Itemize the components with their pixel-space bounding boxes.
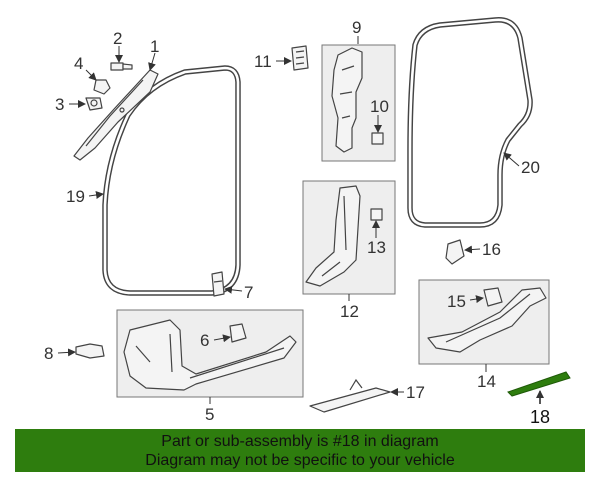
leader-7 xyxy=(224,285,243,294)
part-info-banner: Part or sub-assembly is #18 in diagram D… xyxy=(15,429,585,472)
callout-15: 15 xyxy=(447,292,466,311)
door-opening-seal-front[interactable] xyxy=(102,65,241,296)
clip-part-15[interactable] xyxy=(483,287,503,307)
leader-6 xyxy=(213,334,231,343)
callout-5: 5 xyxy=(205,405,214,424)
b-pillar-lower-trim[interactable] xyxy=(305,185,361,287)
callout-1: 1 xyxy=(150,37,159,56)
callout-19: 19 xyxy=(66,187,85,206)
bolt-part[interactable] xyxy=(110,62,133,71)
callout-20: 20 xyxy=(521,158,540,177)
callout-8: 8 xyxy=(44,344,53,363)
callout-13: 13 xyxy=(367,238,386,257)
clip-part-7[interactable] xyxy=(211,271,225,297)
leader-15 xyxy=(469,295,484,304)
clip-part-10[interactable] xyxy=(371,132,384,145)
a-pillar-trim[interactable] xyxy=(73,69,159,161)
callout-4: 4 xyxy=(74,54,83,73)
banner-line-2: Diagram may not be specific to your vehi… xyxy=(145,452,455,469)
callout-9: 9 xyxy=(352,18,361,37)
clip-part-4[interactable] xyxy=(93,79,111,95)
clip-part-6[interactable] xyxy=(229,323,247,343)
callout-3: 3 xyxy=(55,95,64,114)
clip-part-3[interactable] xyxy=(85,97,103,111)
callout-18: 18 xyxy=(530,407,550,427)
clip-part-8[interactable] xyxy=(75,343,105,359)
highlighted-part-18[interactable] xyxy=(507,371,571,397)
callout-16: 16 xyxy=(482,240,501,259)
rear-scuff-plate[interactable] xyxy=(427,287,547,353)
leader-8 xyxy=(57,348,76,357)
b-pillar-upper-trim[interactable] xyxy=(331,47,363,153)
callout-12: 12 xyxy=(340,302,359,321)
callout-6: 6 xyxy=(200,331,209,350)
clip-part-16[interactable] xyxy=(445,239,465,265)
clip-part-13[interactable] xyxy=(370,208,383,221)
callout-10: 10 xyxy=(370,97,389,116)
callout-2: 2 xyxy=(113,29,122,48)
leader-20 xyxy=(503,152,520,167)
callout-14: 14 xyxy=(477,372,496,391)
front-scuff-plate[interactable] xyxy=(123,319,297,391)
callout-17: 17 xyxy=(406,383,425,402)
leader-4 xyxy=(85,69,97,81)
callout-11: 11 xyxy=(254,52,272,71)
door-opening-seal-rear[interactable] xyxy=(407,17,533,228)
sill-strip-part-17[interactable] xyxy=(309,378,391,413)
leader-19 xyxy=(88,191,104,199)
banner-line-1: Part or sub-assembly is #18 in diagram xyxy=(161,433,439,450)
leader-1 xyxy=(148,52,156,71)
callout-7: 7 xyxy=(244,283,253,302)
cap-part-11[interactable] xyxy=(291,45,309,71)
leader-16 xyxy=(464,245,481,254)
